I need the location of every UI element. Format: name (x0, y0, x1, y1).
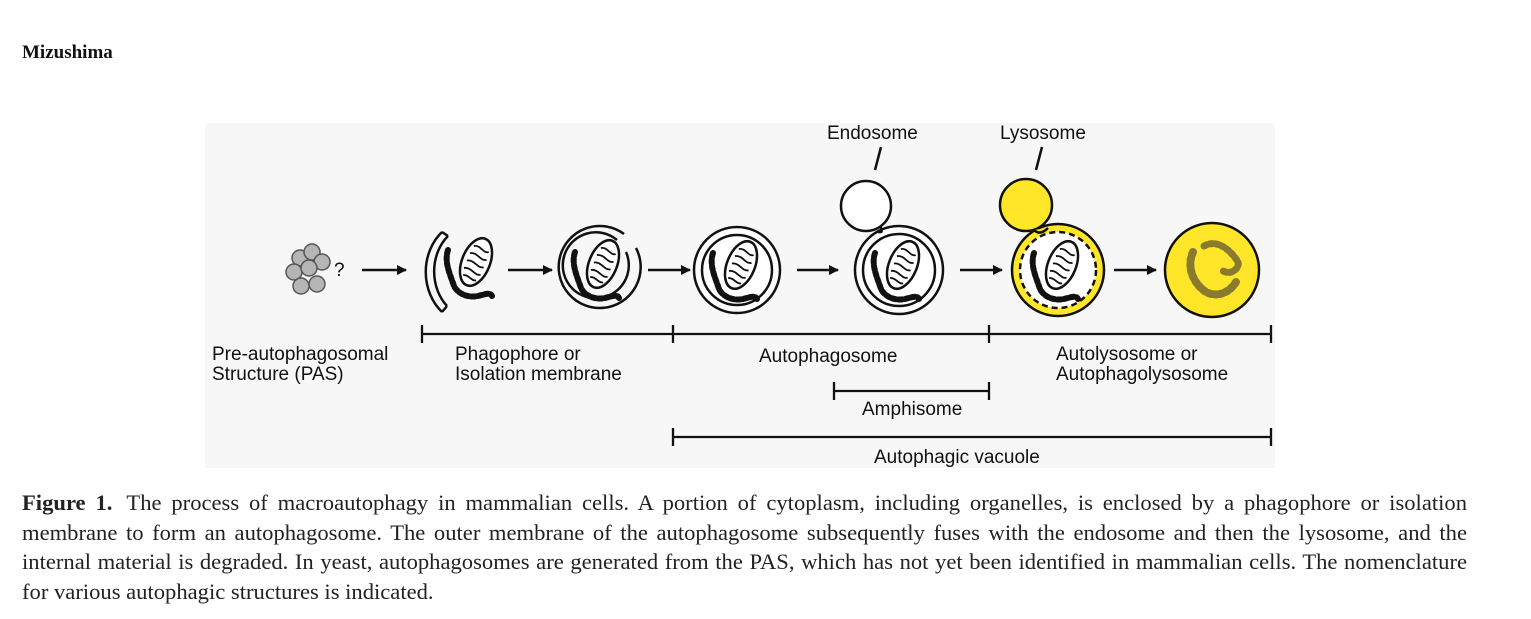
figure-label: Figure 1. (22, 490, 113, 515)
running-head: Mizushima (22, 42, 113, 63)
pas-label-line2: Structure (PAS) (212, 364, 344, 385)
lysosome-icon (998, 177, 1054, 234)
caption-text: The process of macroautophagy in mammali… (22, 490, 1467, 604)
endosome-icon (839, 179, 893, 234)
autophagosome-icon (692, 225, 782, 315)
amphisome-icon (853, 224, 945, 316)
pas-question-mark: ? (334, 260, 345, 281)
endosome-label: Endosome (827, 123, 918, 144)
pas-cluster-icon (285, 243, 331, 295)
lysosome-label: Lysosome (1000, 123, 1086, 144)
degraded-autolysosome-icon (1163, 221, 1261, 319)
autolysosome-label-line2: Autophagolysosome (1056, 364, 1228, 385)
phagophore-label-line1: Phagophore or (455, 344, 581, 365)
phagophore-label-line2: Isolation membrane (455, 364, 622, 385)
figure-caption: Figure 1.The process of macroautophagy i… (22, 488, 1467, 606)
phagophore-icon (424, 232, 499, 313)
autophagic-vacuole-label: Autophagic vacuole (874, 447, 1040, 468)
closing-phagophore-icon (557, 224, 642, 310)
pas-label-line1: Pre-autophagosomal (212, 344, 388, 365)
autophagosome-label: Autophagosome (759, 346, 897, 367)
autolysosome-icon (1010, 222, 1106, 318)
amphisome-label: Amphisome (862, 399, 962, 420)
autolysosome-label-line1: Autolysosome or (1056, 344, 1198, 365)
nomenclature-brackets (420, 325, 1273, 446)
